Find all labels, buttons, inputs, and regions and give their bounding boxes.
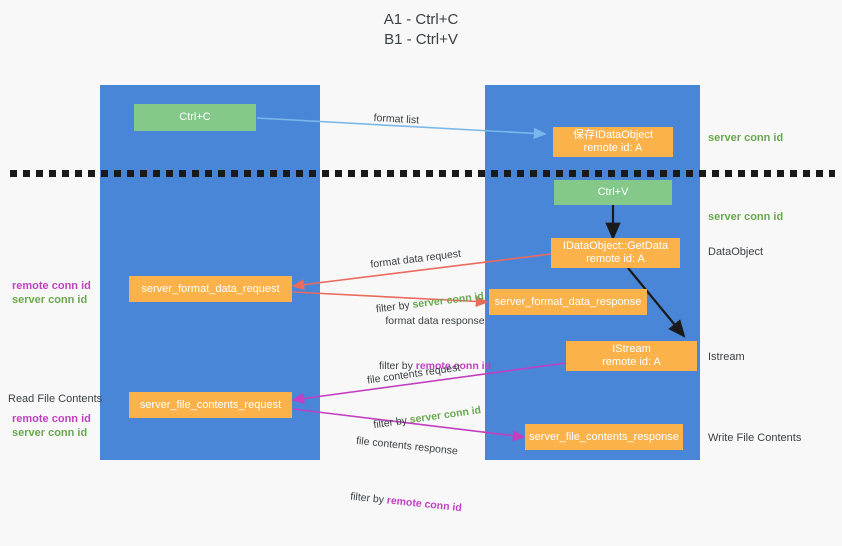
edge-label-file-contents-response-filter: filter by remote conn id bbox=[349, 490, 463, 517]
node-server-file-contents-response[interactable]: server_file_contents_response bbox=[525, 424, 683, 450]
filter-prefix: filter by bbox=[378, 360, 416, 372]
filter-key-remote-conn-id: remote conn id bbox=[386, 494, 463, 515]
diagram-title: A1 - Ctrl+C B1 - Ctrl+V bbox=[383, 11, 459, 48]
node-ctrl-c[interactable]: Ctrl+C bbox=[134, 104, 256, 131]
node-istream[interactable]: IStream remote id: A bbox=[566, 341, 697, 371]
edge-label-format-data-request-title: format data request bbox=[369, 247, 462, 271]
edge-label-format-data-response-title: format data response bbox=[385, 315, 485, 327]
edge-label-file-contents-response: file contents response filter by remote … bbox=[346, 404, 471, 546]
edge-label-format-data-response-filter: filter by remote conn id bbox=[359, 359, 511, 374]
filter-prefix: filter by bbox=[349, 490, 388, 507]
label-istream: Istream bbox=[708, 351, 745, 363]
node-idataobject-getdata[interactable]: IDataObject::GetData remote id: A bbox=[551, 238, 680, 268]
label-remote-conn-id-bottom: remote conn id bbox=[12, 413, 91, 425]
label-read-file-contents: Read File Contents bbox=[8, 393, 103, 405]
label-server-conn-id-top: server conn id bbox=[708, 132, 784, 144]
label-write-file-contents: Write File Contents bbox=[708, 432, 802, 444]
edge-label-file-contents-request-title: file contents request bbox=[366, 361, 462, 387]
node-server-format-data-response[interactable]: server_format_data_response bbox=[489, 289, 647, 315]
label-server-conn-id-bottom: server conn id bbox=[12, 427, 88, 439]
node-ctrl-v[interactable]: Ctrl+V bbox=[554, 180, 672, 205]
label-dataobject: DataObject bbox=[708, 246, 764, 258]
node-server-format-data-request[interactable]: server_format_data_request bbox=[129, 276, 292, 302]
label-server-conn-id-second: server conn id bbox=[708, 211, 784, 223]
node-save-idataobject[interactable]: 保存IDataObject remote id: A bbox=[553, 127, 673, 157]
label-remote-conn-id-mid: remote conn id bbox=[12, 280, 91, 292]
diagram-canvas: A1 - Ctrl+C B1 - Ctrl+V A1 remote B1 con… bbox=[8, 11, 835, 515]
dashed-divider bbox=[10, 170, 835, 177]
filter-key-remote-conn-id: remote conn id bbox=[415, 360, 492, 372]
edge-label-format-data-response: format data response filter by remote co… bbox=[359, 284, 511, 404]
label-server-conn-id-mid: server conn id bbox=[12, 294, 88, 306]
edge-label-format-list: format list bbox=[373, 111, 420, 127]
edge-label-file-contents-response-title: file contents response bbox=[355, 434, 459, 458]
node-server-file-contents-request[interactable]: server_file_contents_request bbox=[129, 392, 292, 418]
